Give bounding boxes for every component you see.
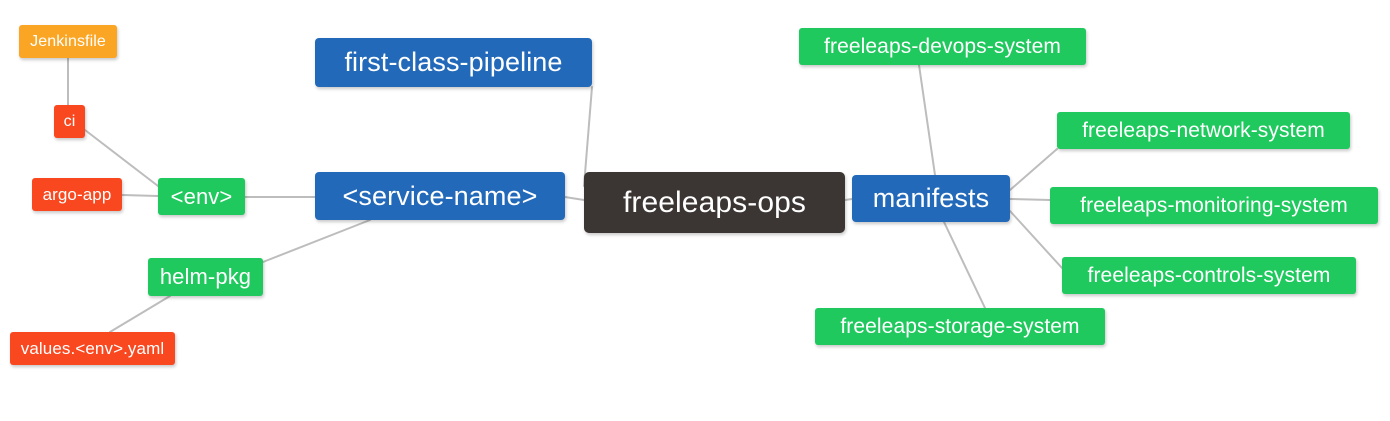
node-env[interactable]: <env> [158,178,245,215]
edge-ops-servicename [564,196,585,201]
edge-env-argoapp [121,194,159,197]
node-freeleaps-ops[interactable]: freeleaps-ops [584,172,845,233]
edge-ops-manifests [844,198,853,201]
edge-manifests-monitoring [1009,198,1051,201]
node-manifests[interactable]: manifests [852,175,1010,222]
node-ci[interactable]: ci [54,105,85,138]
edge-helmpkg-values [109,295,171,333]
node-freeleaps-controls-system[interactable]: freeleaps-controls-system [1062,257,1356,294]
node-values-env-yaml[interactable]: values.<env>.yaml [10,332,175,365]
node-jenkinsfile[interactable]: Jenkinsfile [19,25,117,58]
edge-servicename-helmpkg [262,219,371,263]
node-first-class-pipeline[interactable]: first-class-pipeline [315,38,592,87]
node-freeleaps-devops-system[interactable]: freeleaps-devops-system [799,28,1086,65]
node-freeleaps-network-system[interactable]: freeleaps-network-system [1057,112,1350,149]
node-argo-app[interactable]: argo-app [32,178,122,211]
node-freeleaps-monitoring-system[interactable]: freeleaps-monitoring-system [1050,187,1378,224]
node-service-name[interactable]: <service-name> [315,172,565,220]
node-freeleaps-storage-system[interactable]: freeleaps-storage-system [815,308,1105,345]
edge-manifests-network [1009,148,1058,191]
edge-manifests-storage [943,221,986,309]
node-helm-pkg[interactable]: helm-pkg [148,258,263,296]
edge-manifests-devops [918,64,936,176]
